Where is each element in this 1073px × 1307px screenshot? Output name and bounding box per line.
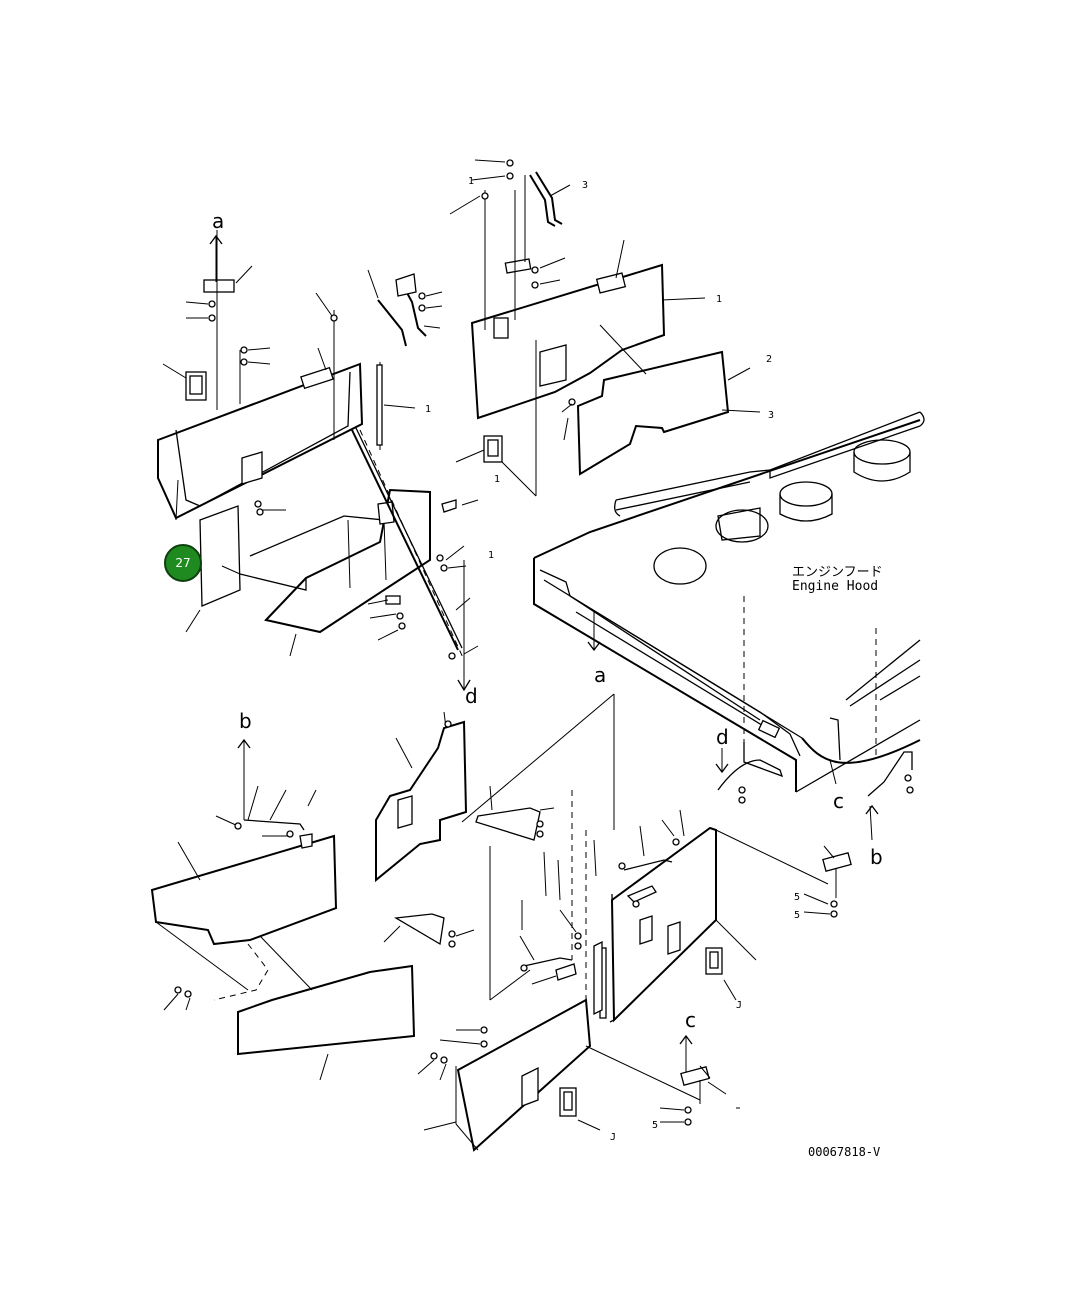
hood-label-jp: エンジンフード	[792, 565, 883, 580]
ref-letter-b: b	[870, 845, 883, 869]
left-duct-box: 1	[185, 488, 494, 657]
upper-right-panel: 1	[470, 258, 722, 420]
hood-label-en: Engine Hood	[792, 579, 878, 594]
engine-hood: エンジンフード Engine Hood	[533, 411, 925, 841]
tick-label: 5	[652, 1120, 658, 1131]
upper-left-panel: 1	[157, 230, 431, 521]
tick-label: J	[610, 1132, 616, 1143]
tick-label: 2	[766, 354, 772, 365]
lower-left-insulation	[237, 964, 416, 1081]
tick-label: 3	[768, 410, 774, 421]
lower-right-panel: J 5 5	[599, 809, 852, 1023]
lower-left-cover	[150, 738, 338, 1011]
callout-marker[interactable]: 27	[164, 544, 202, 582]
tick-label: J	[736, 1000, 742, 1011]
center-latch: 1	[455, 340, 576, 497]
center-insulation-panel	[375, 711, 468, 883]
lower-center-door: J	[417, 851, 701, 1152]
ref-letter-d: d	[716, 725, 729, 749]
ref-letter-a: a	[212, 209, 224, 233]
assembly-lines	[461, 693, 615, 1001]
ref-letter-c: c	[833, 789, 844, 813]
tick-label: 1	[488, 550, 494, 561]
gas-stay	[351, 427, 479, 692]
ref-letter-c: c	[685, 1008, 696, 1032]
tick-label: 1	[494, 474, 500, 485]
c-bracket: 5	[652, 1034, 740, 1131]
tick-label: 3	[582, 180, 588, 191]
tick-label: 5	[794, 910, 800, 921]
upper-handle-assembly: 1 3	[449, 159, 625, 330]
tick-label: 5	[794, 892, 800, 903]
ref-letter-b: b	[239, 709, 252, 733]
tick-label: 1	[468, 176, 474, 187]
tick-label: 1	[425, 404, 431, 415]
tick-label: 1	[716, 294, 722, 305]
right-insulation-panel: 2 3	[576, 324, 774, 476]
ref-letter-d: d	[465, 684, 478, 708]
left-handle-assembly	[367, 269, 443, 347]
ref-letter-a: a	[594, 663, 606, 687]
callout-number: 27	[175, 556, 191, 570]
drawing-number: 00067818-V	[808, 1145, 880, 1159]
